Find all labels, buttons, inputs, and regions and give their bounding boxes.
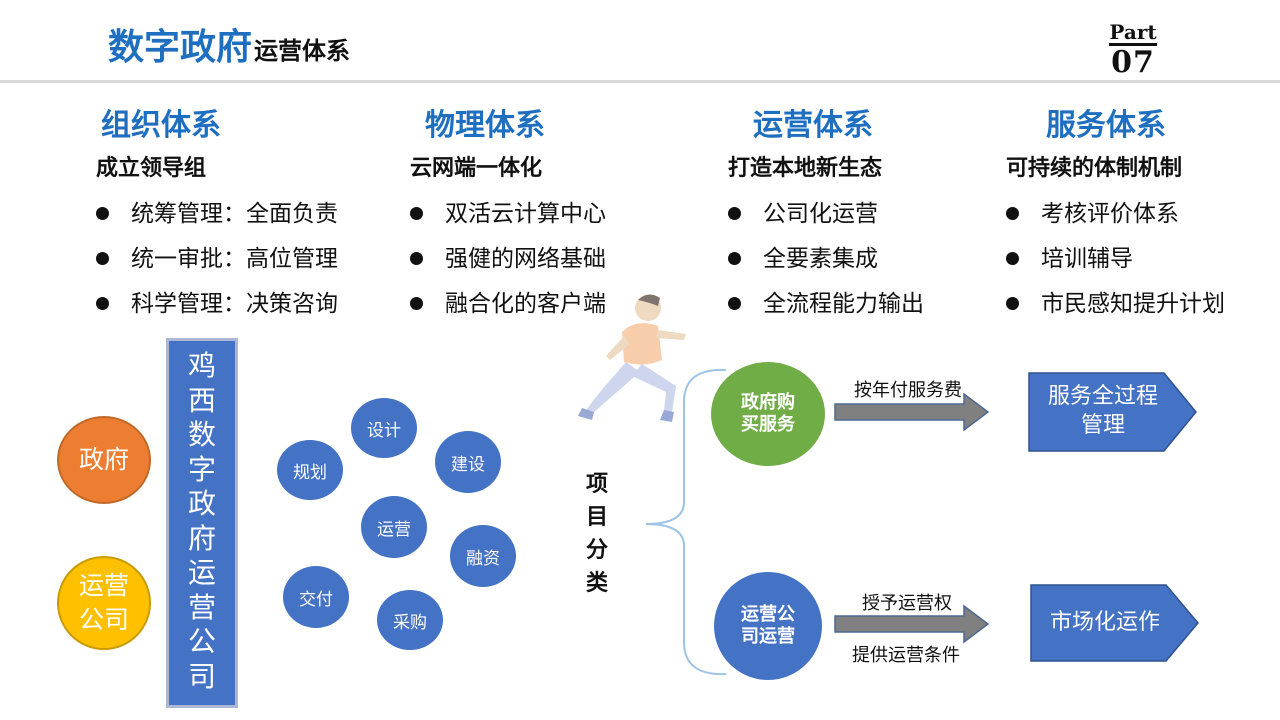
list-item: 强健的网络基础	[410, 237, 710, 282]
government-circle: 政府	[57, 416, 151, 504]
column-title: 运营体系	[753, 108, 873, 143]
list-item: 融合化的客户端	[410, 282, 710, 327]
list-item: 全要素集成	[728, 237, 1028, 282]
column-subtitle: 可持续的体制机制	[1006, 156, 1183, 181]
bullet-icon	[96, 206, 109, 220]
bullet-icon	[728, 206, 741, 220]
bullet-icon	[410, 206, 423, 220]
gov-purchase-service-circle: 政府购 买服务	[711, 362, 825, 466]
lower-arrow-label-top: 授予运营权	[862, 593, 952, 614]
upper-result-label: 服务全过程 管理	[1047, 384, 1158, 438]
upper-arrow-label: 按年付服务费	[854, 380, 962, 401]
bullet-icon	[728, 296, 741, 310]
project-classification-label: 项 目 分 类	[585, 472, 608, 596]
operating-company-circle: 运营 公司	[57, 556, 151, 650]
list-item: 市民感知提升计划	[1006, 282, 1280, 327]
page-title: 数字政府运营体系	[108, 18, 350, 70]
column-list: 统筹管理：全面负责 统一审批：高位管理 科学管理：决策咨询	[96, 192, 396, 327]
bullet-icon	[1006, 296, 1019, 310]
column-subtitle: 成立领导组	[96, 156, 207, 181]
list-item: 公司化运营	[728, 192, 1028, 237]
bullet-icon	[96, 296, 109, 310]
column-subtitle: 打造本地新生态	[728, 156, 883, 181]
bullet-icon	[728, 251, 741, 265]
jixi-digital-gov-company-bar: 鸡 西 数 字 政 府 运 营 公 司	[166, 338, 238, 708]
column-physical: 物理体系 云网端一体化 双活云计算中心 强健的网络基础 融合化的客户端	[410, 100, 710, 327]
column-list: 公司化运营 全要素集成 全流程能力输出	[728, 192, 1028, 327]
part-badge: Part 07	[1100, 22, 1166, 78]
lower-result-chevron	[1030, 584, 1199, 662]
lower-arrow-label-bottom: 提供运营条件	[852, 645, 960, 666]
lower-result-label: 市场化运作	[1049, 609, 1160, 635]
circle-deliver: 交付	[283, 566, 349, 628]
circle-design: 设计	[351, 398, 417, 458]
circle-purchase: 采购	[377, 590, 443, 650]
page-title-sub: 运营体系	[254, 37, 351, 65]
column-organization: 组织体系 成立领导组 统筹管理：全面负责 统一审批：高位管理 科学管理：决策咨询	[96, 100, 396, 327]
circle-finance: 融资	[450, 525, 516, 587]
part-number: 07	[1111, 45, 1155, 80]
list-item: 科学管理：决策咨询	[96, 282, 396, 327]
brace-icon	[645, 368, 727, 676]
upper-result-chevron	[1028, 372, 1197, 452]
column-list: 考核评价体系 培训辅导 市民感知提升计划	[1006, 192, 1280, 327]
circle-operate: 运营	[361, 496, 427, 558]
column-service: 服务体系 可持续的体制机制 考核评价体系 培训辅导 市民感知提升计划	[1006, 100, 1280, 327]
column-title: 组织体系	[101, 108, 221, 143]
column-subtitle: 云网端一体化	[410, 156, 543, 181]
list-item: 统筹管理：全面负责	[96, 192, 396, 237]
page-title-main: 数字政府	[108, 27, 253, 68]
lower-arrow-icon	[834, 604, 990, 644]
column-list: 双活云计算中心 强健的网络基础 融合化的客户端	[410, 192, 710, 327]
bullet-icon	[1006, 251, 1019, 265]
circle-build: 建设	[435, 431, 501, 493]
bullet-icon	[410, 251, 423, 265]
running-person-icon	[578, 294, 686, 422]
list-item: 培训辅导	[1006, 237, 1280, 282]
column-operation: 运营体系 打造本地新生态 公司化运营 全要素集成 全流程能力输出	[728, 100, 1028, 327]
company-operation-circle: 运营公 司运营	[714, 572, 822, 680]
circle-plan: 规划	[277, 440, 343, 500]
upper-arrow-icon	[834, 392, 990, 432]
part-label: Part	[1109, 20, 1157, 46]
header-divider	[0, 80, 1280, 83]
list-item: 双活云计算中心	[410, 192, 710, 237]
bullet-icon	[96, 251, 109, 265]
list-item: 统一审批：高位管理	[96, 237, 396, 282]
bullet-icon	[410, 296, 423, 310]
column-title: 物理体系	[425, 108, 545, 143]
list-item: 考核评价体系	[1006, 192, 1280, 237]
list-item: 全流程能力输出	[728, 282, 1028, 327]
bullet-icon	[1006, 206, 1019, 220]
column-title: 服务体系	[1046, 108, 1166, 143]
